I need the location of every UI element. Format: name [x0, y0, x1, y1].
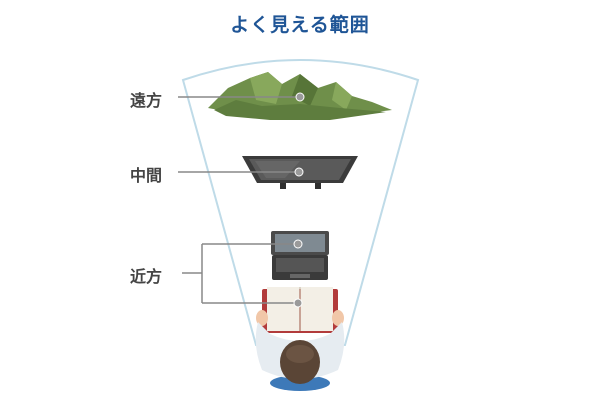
- near-label: 近方: [130, 267, 163, 286]
- laptop-icon: [271, 231, 329, 280]
- marker-dots: [293, 92, 305, 308]
- middle-label: 中間: [130, 166, 163, 185]
- person-top-view-icon: [255, 322, 345, 391]
- far-label: 遠方: [130, 91, 163, 110]
- middle-marker-dot: [294, 167, 304, 177]
- diagram-title: よく見える範囲: [230, 14, 370, 36]
- leader-lines: [178, 96, 300, 304]
- near-top-marker-dot: [293, 239, 303, 249]
- book-icon: [256, 287, 344, 333]
- near-leader-bracket: [182, 243, 298, 304]
- far-marker-dot: [295, 92, 305, 102]
- monitor-icon: [242, 156, 358, 189]
- mountain-icon: [208, 72, 392, 120]
- vision-cone: [181, 59, 420, 346]
- near-bottom-marker-dot: [293, 298, 303, 308]
